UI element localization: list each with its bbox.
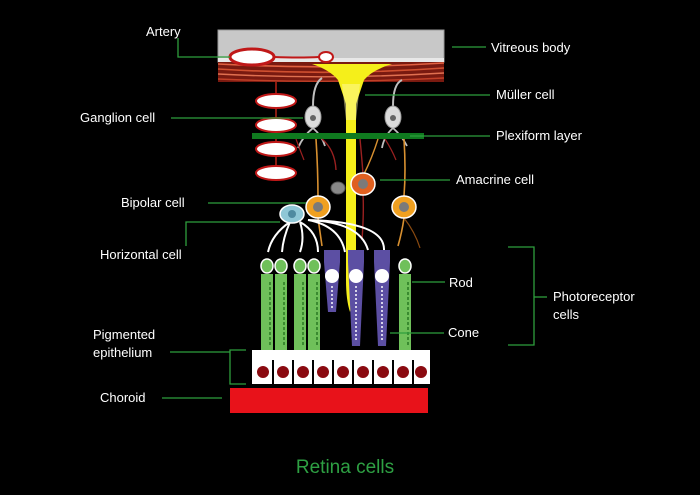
label-pigmented-line1: Pigmented <box>93 327 155 342</box>
label-photoreceptor-line2: cells <box>553 307 580 322</box>
bipolar-cells <box>305 195 417 219</box>
plexiform-layer <box>252 133 424 139</box>
label-vitreous-body: Vitreous body <box>491 40 571 55</box>
rod-cell <box>260 258 274 350</box>
label-amacrine-cell: Amacrine cell <box>456 172 534 187</box>
choroid-layer <box>230 388 428 413</box>
labels: Artery Vitreous body Ganglion cell Mülle… <box>80 24 635 405</box>
horizontal-cell <box>267 204 386 253</box>
label-bipolar-cell: Bipolar cell <box>121 195 185 210</box>
artery <box>228 47 334 67</box>
label-plexiform-layer: Plexiform layer <box>496 128 583 143</box>
rod-cells <box>260 258 412 350</box>
ganglion-axon-chain <box>255 82 297 181</box>
label-rod: Rod <box>449 275 473 290</box>
diagram-title: Retina cells <box>296 457 394 478</box>
rod-cell <box>274 258 288 350</box>
label-muller-cell: Müller cell <box>496 87 555 102</box>
rod-cell <box>293 258 307 350</box>
label-choroid: Choroid <box>100 390 146 405</box>
amacrine-cell <box>350 172 376 196</box>
pigmented-epithelium <box>252 350 430 384</box>
label-pigmented-line2: epithelium <box>93 345 152 360</box>
rod-cell <box>307 258 321 350</box>
cone-cells <box>324 250 390 346</box>
label-cone: Cone <box>448 325 479 340</box>
label-ganglion-cell: Ganglion cell <box>80 110 155 125</box>
label-horizontal-cell: Horizontal cell <box>100 247 182 262</box>
cone-cell <box>324 250 340 312</box>
rod-cell <box>398 258 412 350</box>
label-artery: Artery <box>146 24 181 39</box>
label-photoreceptor-line1: Photoreceptor <box>553 289 635 304</box>
neural-fibers <box>295 138 421 249</box>
leader-lines <box>162 38 547 399</box>
cone-cell <box>348 250 364 346</box>
cone-cell <box>374 250 390 346</box>
